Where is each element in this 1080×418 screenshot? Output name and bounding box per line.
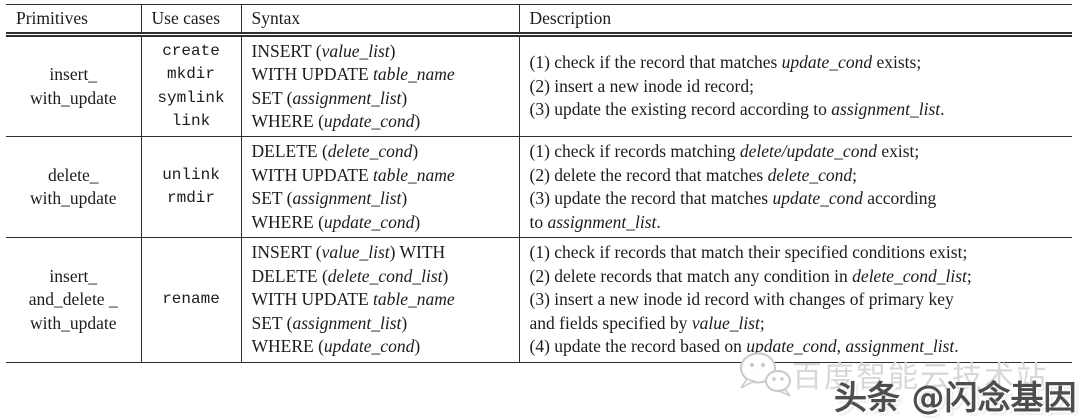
text-line: INSERT (value_list) xyxy=(251,40,396,61)
primitive-cell: insert_ with_update xyxy=(6,34,142,137)
use-cases-cell: unlink rmdir xyxy=(141,136,242,238)
use-cases-cell: rename xyxy=(141,237,242,363)
text-line: with_update xyxy=(29,87,117,108)
use-cases-cell: create mkdir symlink link xyxy=(141,34,242,137)
text-line: link xyxy=(171,112,211,130)
table-row: insert_ with_update create mkdir symlink link… xyxy=(6,34,1072,137)
text-line: mkdir xyxy=(166,65,215,83)
table-header: Primitives Use cases Syntax Description xyxy=(6,4,1072,37)
text-line: symlink xyxy=(157,88,225,107)
primitive-cell: delete_ with_update xyxy=(6,136,142,238)
text-line: unlink xyxy=(162,165,220,184)
syntax-cell: INSERT (value_list) WITH UPDATE table_nam… xyxy=(241,34,520,137)
text-line: rmdir xyxy=(166,189,215,207)
text-line: (1) check if records that match their sp… xyxy=(529,242,968,263)
text-line: WHERE (update_cond) xyxy=(251,336,421,357)
primitive-cell: insert_ and_delete _with_update xyxy=(6,237,142,363)
header-row: Primitives Use cases Syntax Description xyxy=(6,4,1072,37)
text-line: (3) insert a new inode id record with ch… xyxy=(529,289,954,310)
text-line: DELETE (delete_cond_list) xyxy=(251,265,449,286)
text-line: WITH UPDATE table_name xyxy=(251,64,455,84)
text-line: and_delete _ xyxy=(28,289,118,310)
description-cell: (1) check if records that match their sp… xyxy=(519,237,1072,363)
text-line: with_update xyxy=(29,312,117,333)
text-line: insert_ xyxy=(49,265,98,286)
text-line: rename xyxy=(162,290,220,309)
text-line: (1) check if the record that matches upd… xyxy=(529,52,922,73)
watermark-brand-text: 百度智能云技术站 xyxy=(792,360,1048,395)
watermark-handle-text: 头条 @闪念基因 xyxy=(834,378,1077,417)
text-line: WHERE (update_cond) xyxy=(251,111,421,131)
text-line: (3) update the existing record according… xyxy=(529,99,945,120)
text-line: with_update xyxy=(29,188,117,208)
text-line: WITH UPDATE table_name xyxy=(251,289,455,310)
text-line: (3) update the record that matches updat… xyxy=(529,188,937,208)
table-row: delete_ with_update unlink rmdir DELETE (del… xyxy=(6,136,1072,238)
description-cell: (1) check if records matching delete/upd… xyxy=(519,136,1072,238)
text-line: create xyxy=(162,41,220,60)
text-line: INSERT (value_list) WITH xyxy=(251,242,446,263)
text-line: (2) delete the record that matches delet… xyxy=(529,164,858,185)
header-use-cases: Use cases xyxy=(141,4,242,37)
text-line: and fields specified by value_list; xyxy=(529,312,765,333)
table-row: insert_ and_delete _with_update rename INSE… xyxy=(6,237,1072,363)
wechat-icon xyxy=(740,352,791,397)
table-body: insert_ with_update create mkdir symlink link… xyxy=(6,34,1072,363)
header-syntax: Syntax xyxy=(241,4,520,37)
primitives-table: Primitives Use cases Syntax Description … xyxy=(6,4,1072,363)
text-line: DELETE (delete_cond) xyxy=(251,141,419,161)
text-line: (4) update the record based on update_co… xyxy=(529,336,959,357)
text-line: to assignment_list. xyxy=(529,211,661,232)
description-cell: (1) check if the record that matches upd… xyxy=(519,34,1072,137)
text-line: WITH UPDATE table_name xyxy=(251,164,455,185)
text-line: (2) delete records that match any condit… xyxy=(529,265,972,286)
text-line: insert_ xyxy=(49,64,98,84)
text-line: SET (assignment_list) xyxy=(251,87,408,108)
header-primitives: Primitives xyxy=(6,4,142,37)
text-line: (1) check if records matching delete/upd… xyxy=(529,141,920,161)
syntax-cell: DELETE (delete_cond) WITH UPDATE table_na… xyxy=(241,136,520,238)
text-line: SET (assignment_list) xyxy=(251,312,408,333)
header-description: Description xyxy=(519,4,1072,37)
text-line: SET (assignment_list) xyxy=(251,188,408,208)
text-line: WHERE (update_cond) xyxy=(251,211,421,232)
text-line: (2) insert a new inode id record; xyxy=(529,75,755,96)
text-line: delete_ xyxy=(47,164,99,185)
